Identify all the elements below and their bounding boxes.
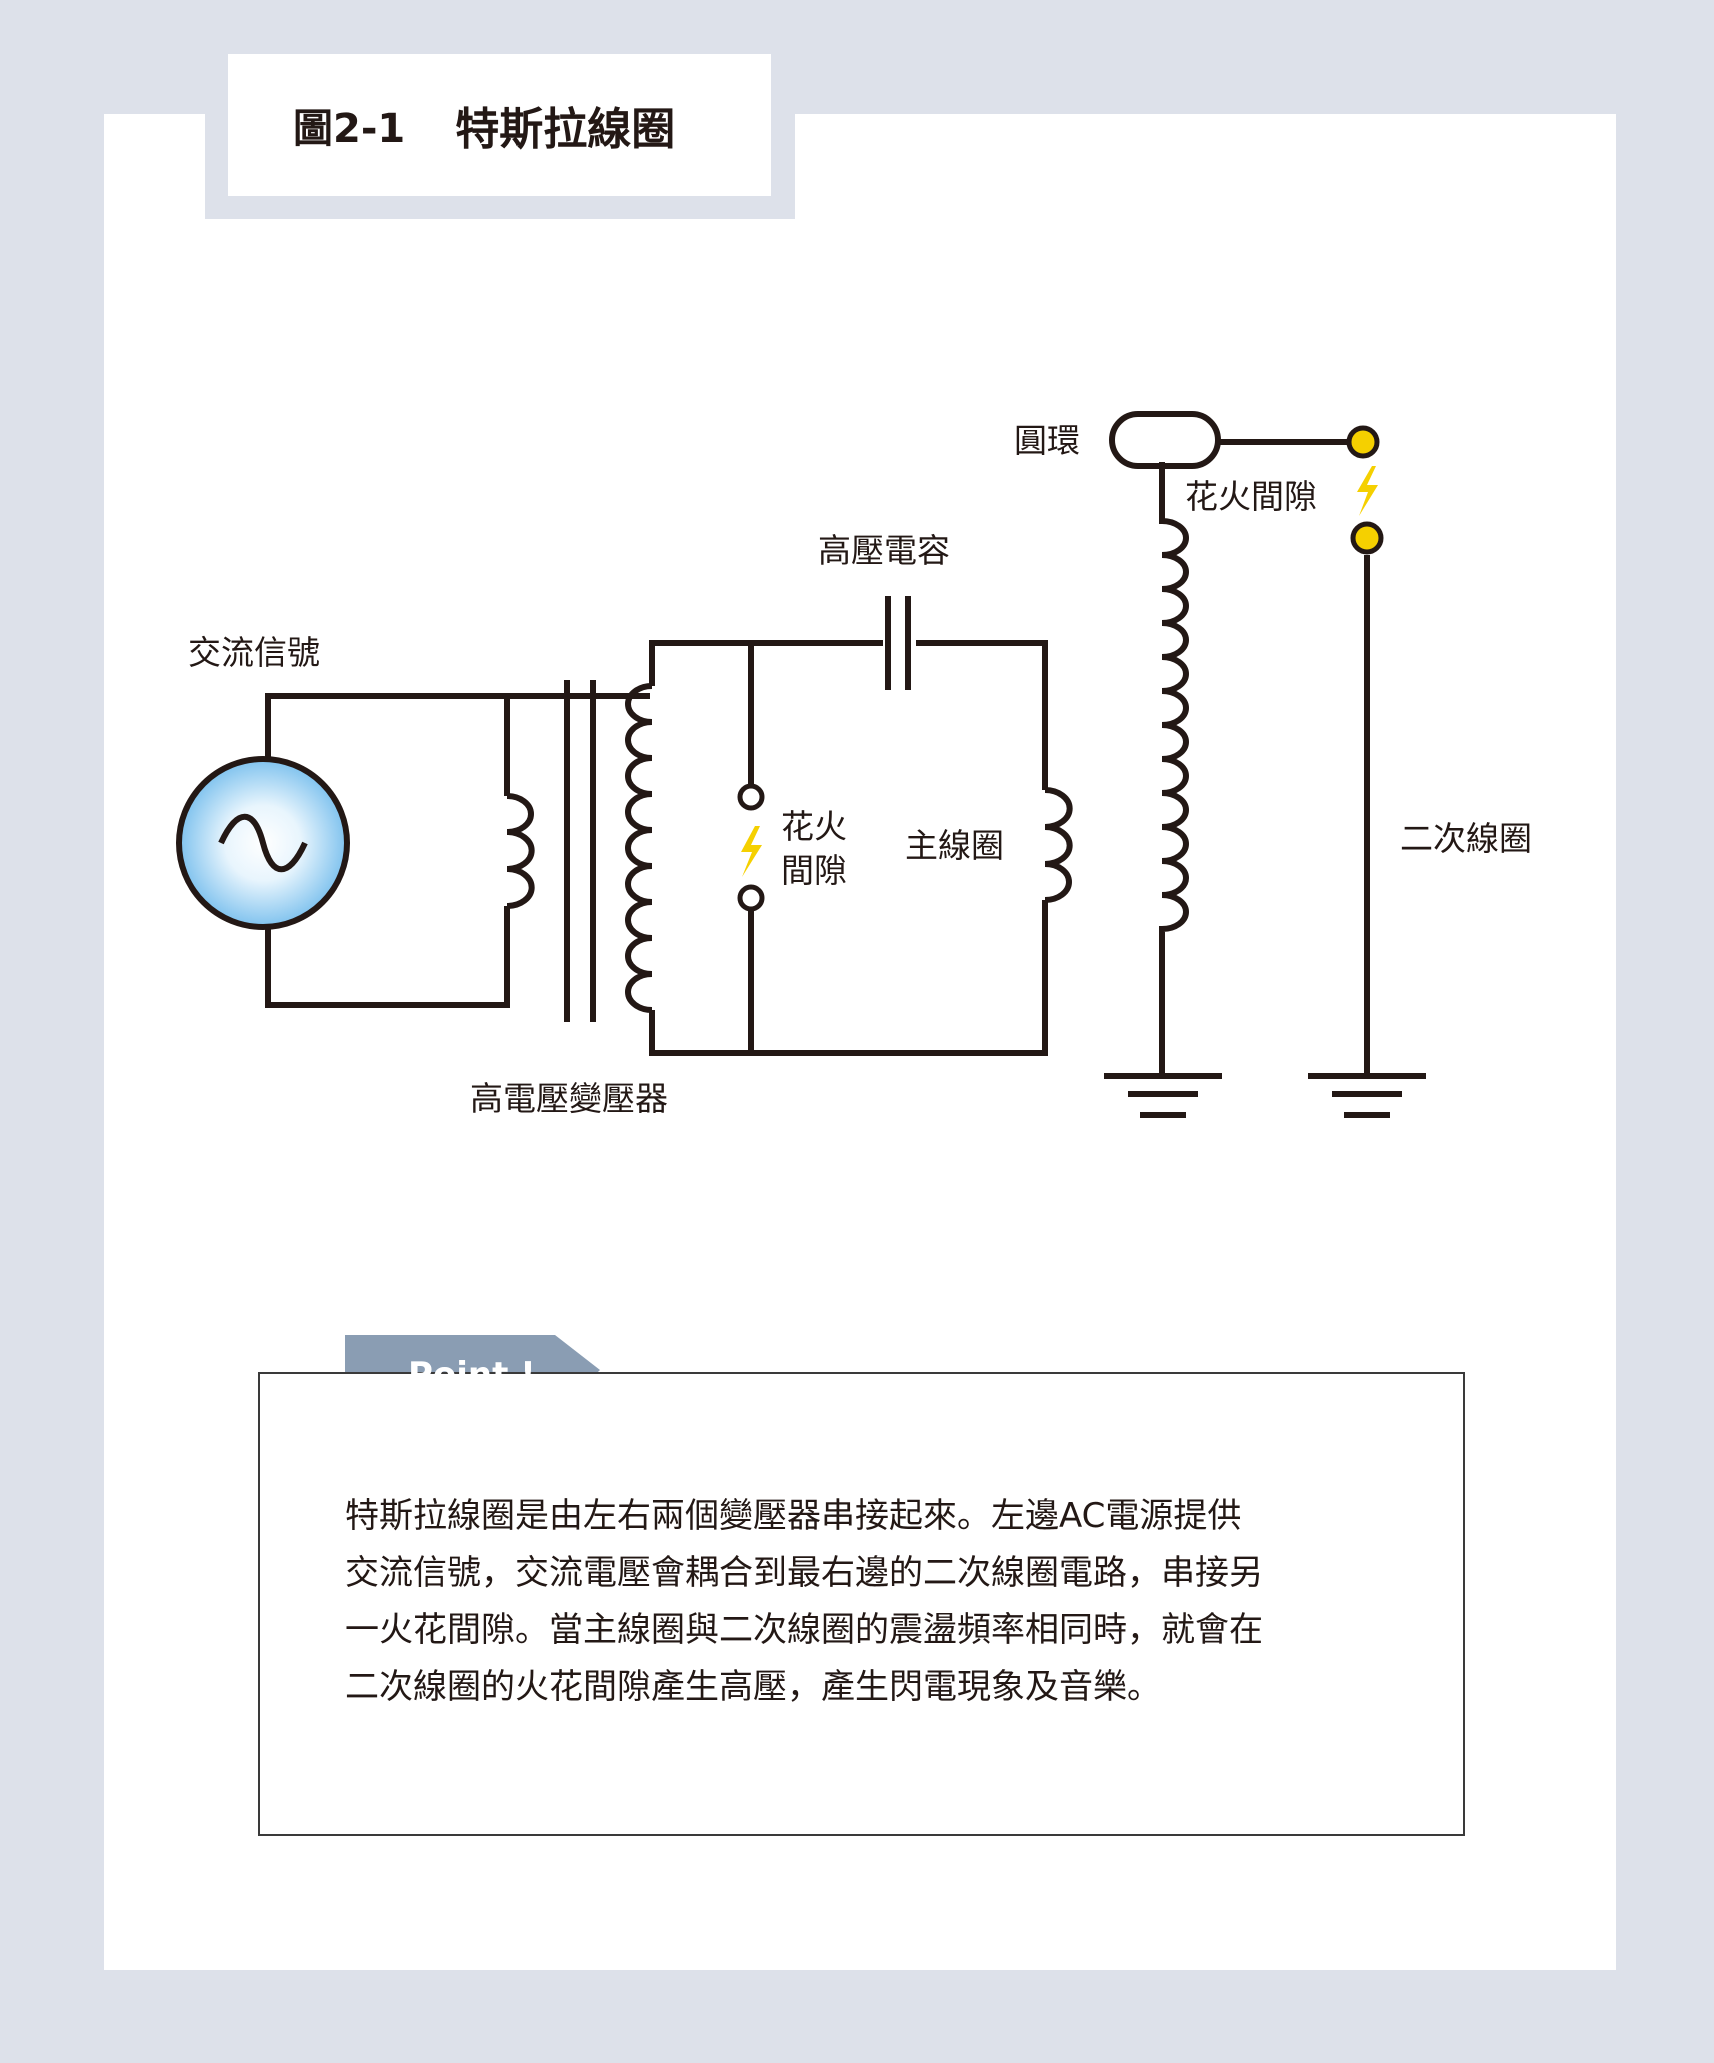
point-line: 交流信號，交流電壓會耦合到最右邊的二次線圈電路，串接另 xyxy=(345,1553,1263,1593)
figure-title-box: 圖2-1 特斯拉線圈 xyxy=(228,54,771,196)
top-lightning-icon xyxy=(1357,466,1378,516)
top-gap-lower-electrode xyxy=(1350,521,1384,555)
point-line: 一火花間隙。當主線圈與二次線圈的震盪頻率相同時，就會在 xyxy=(345,1610,1263,1650)
tank-bottom-wire xyxy=(649,900,1048,1056)
lightning-icon xyxy=(741,826,762,877)
tank-top-wire xyxy=(649,640,883,686)
spark-gap-bottom-electrode xyxy=(737,884,765,912)
ac-signal-label: 交流信號 xyxy=(188,633,320,672)
top-gap-upper-electrode xyxy=(1346,425,1380,459)
hv-transformer-label: 高電壓變壓器 xyxy=(470,1079,668,1118)
toroid-label: 圓環 xyxy=(1014,421,1080,460)
ac-loop-bottom xyxy=(265,906,510,1008)
top-spark-gap-label: 花火間隙 xyxy=(1185,477,1317,516)
primary-coil-label: 主線圈 xyxy=(905,826,1004,865)
primary-coil xyxy=(1044,787,1073,903)
secondary-coil xyxy=(1159,462,1189,1076)
transformer-primary-coil xyxy=(506,793,535,909)
point-line: 二次線圈的火花間隙產生高壓，產生閃電現象及音樂。 xyxy=(345,1667,1161,1707)
figure-number: 圖2-1 xyxy=(293,106,406,152)
spark-gap-label-line1: 花火 xyxy=(781,807,847,846)
point-box xyxy=(258,1372,1465,1836)
spark-gap-label-line2: 間隙 xyxy=(781,851,847,890)
point-text: 特斯拉線圈是由左右兩個變壓器串接起來。左邊AC電源提供 交流信號，交流電壓會耦合… xyxy=(345,1488,1385,1716)
point-line: 特斯拉線圈是由左右兩個變壓器串接起來。左邊AC電源提供 xyxy=(345,1496,1242,1536)
figure-title: 特斯拉線圈 xyxy=(455,104,676,155)
transformer-secondary-coil xyxy=(625,683,653,1013)
sine-wave-icon xyxy=(218,813,308,873)
tank-top-wire-right xyxy=(916,640,1048,790)
ac-loop-top xyxy=(265,693,510,796)
toroid xyxy=(1109,411,1221,469)
point-tag-label: Point ! xyxy=(408,1355,536,1395)
spark-gap-top-electrode xyxy=(737,783,765,811)
secondary-coil-label: 二次線圈 xyxy=(1400,819,1532,858)
hv-capacitor-label: 高壓電容 xyxy=(818,531,950,570)
